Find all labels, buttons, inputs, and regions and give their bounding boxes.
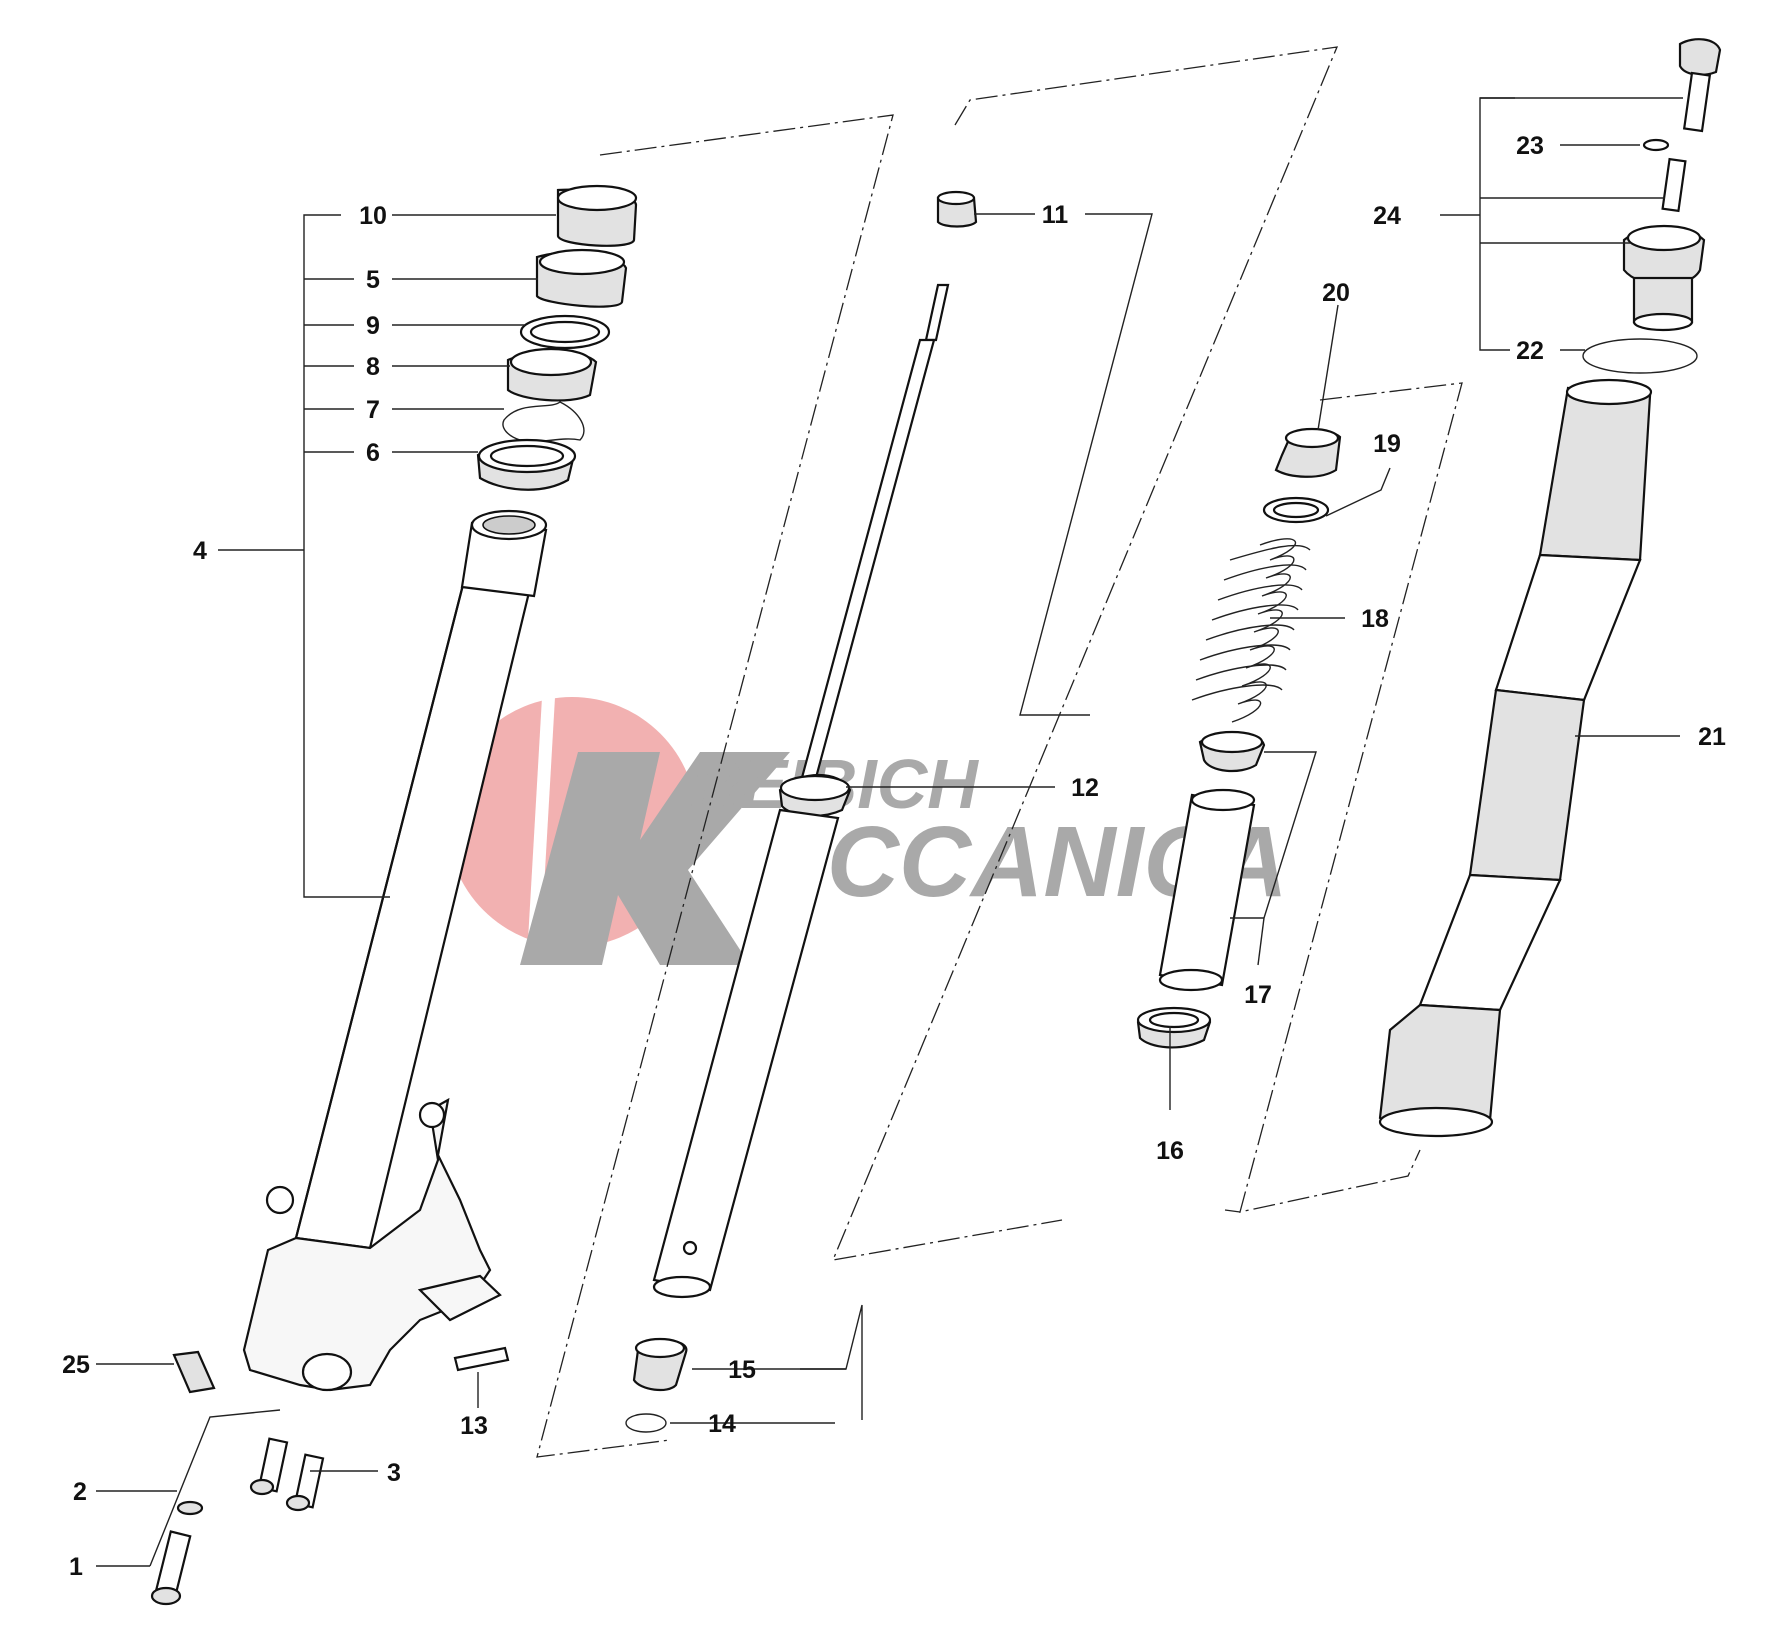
part-9-washer: [519, 314, 611, 350]
part-14-clip: [625, 1413, 667, 1433]
callout-25: 25: [62, 1351, 90, 1379]
callout-3: 3: [387, 1459, 401, 1487]
callout-5: 5: [366, 266, 380, 294]
part-23-oring: [1642, 138, 1670, 152]
callout-24: 24: [1373, 202, 1401, 230]
leader-lines: [96, 97, 1683, 1567]
callout-labels: 1 2 3 4 5 6 7 8 9 10 11 12 13 14 15 16 1…: [62, 132, 1726, 1581]
part-22-oring: [1582, 338, 1698, 374]
part-16-guide: [1136, 1006, 1212, 1049]
callout-19: 19: [1373, 430, 1401, 458]
callout-17: 17: [1244, 981, 1272, 1009]
part-7-clip: [502, 401, 585, 443]
part-19-washer: [1262, 496, 1330, 524]
callout-16: 16: [1156, 1137, 1184, 1165]
part-2-washer: [176, 1500, 204, 1516]
part-1-bolt: [150, 1530, 192, 1606]
part-24-cap-assembly: [1622, 38, 1722, 332]
callout-10: 10: [359, 202, 387, 230]
callout-15: 15: [728, 1356, 756, 1384]
part-17-spacer-tube: [1158, 730, 1266, 992]
callout-22: 22: [1516, 337, 1544, 365]
part-8-seal: [506, 347, 598, 402]
part-3-bolts: [249, 1437, 325, 1512]
callout-11: 11: [1042, 201, 1069, 229]
callout-18: 18: [1361, 605, 1389, 633]
part-18-spring: [1191, 538, 1311, 723]
part-21-inner-tube: [1378, 378, 1653, 1138]
part-12-damper-rod: [652, 283, 950, 1299]
assembly-lines: [536, 46, 1463, 1458]
part-slider-assembly: [242, 509, 548, 1392]
callout-21: 21: [1698, 723, 1726, 751]
callout-8: 8: [366, 353, 380, 381]
part-13-label: [453, 1346, 510, 1372]
part-15-bushing: [632, 1337, 688, 1392]
part-5-bushing: [535, 248, 628, 308]
callout-9: 9: [366, 312, 380, 340]
watermark-logo: REIBICH ECCANICA: [447, 680, 1288, 975]
callout-1: 1: [69, 1553, 83, 1581]
callout-23: 23: [1516, 132, 1544, 160]
callout-4: 4: [193, 537, 207, 565]
callout-12: 12: [1071, 774, 1099, 802]
callout-2: 2: [73, 1478, 87, 1506]
callout-14: 14: [708, 1410, 736, 1438]
callout-20: 20: [1322, 279, 1350, 307]
part-6-dust-seal: [476, 438, 577, 491]
callout-13: 13: [460, 1412, 488, 1440]
part-11-cap: [936, 190, 978, 228]
watermark-k-shape: [520, 752, 790, 965]
part-10-bushing: [556, 184, 638, 247]
callout-6: 6: [366, 439, 380, 467]
part-25-plate: [172, 1350, 216, 1394]
callout-7: 7: [366, 396, 380, 424]
part-20-spacer: [1274, 427, 1342, 478]
